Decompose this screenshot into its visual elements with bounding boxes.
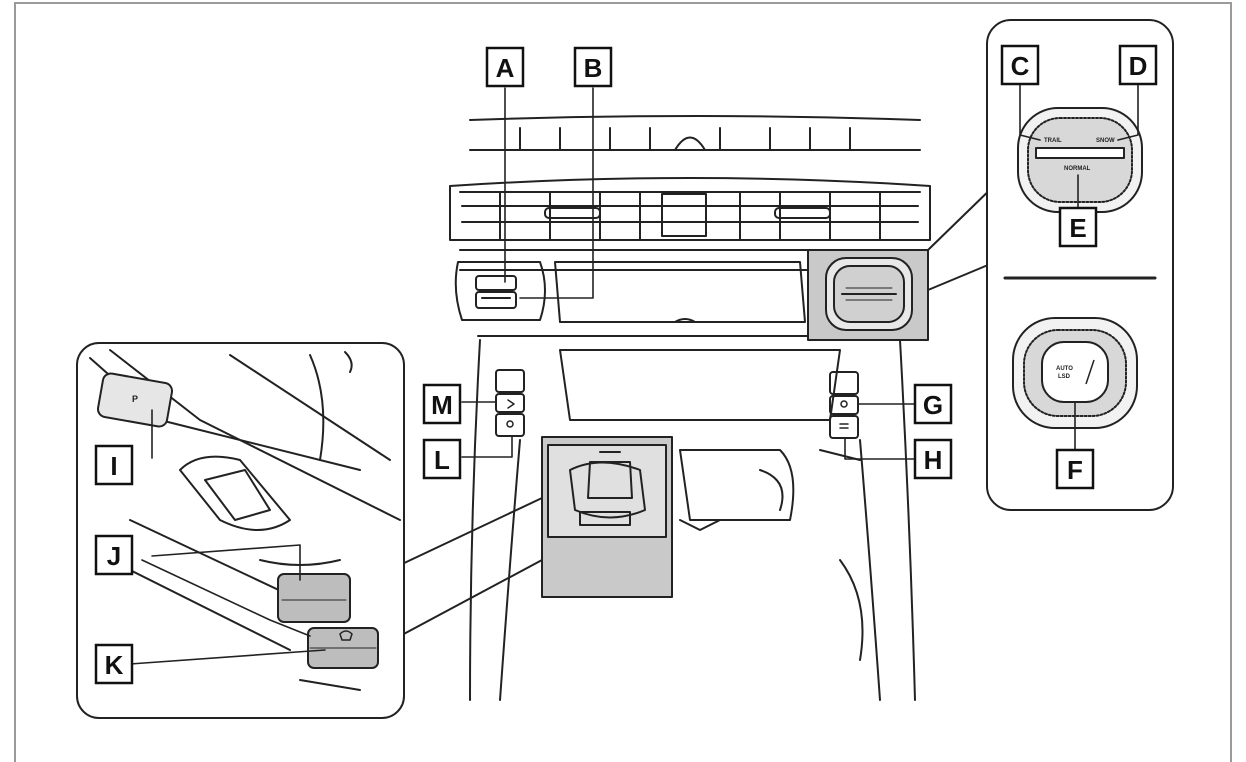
- leader-lines: [129, 83, 1139, 665]
- left-lower-switches: [495, 369, 525, 437]
- zoom-line-shift-2: [399, 559, 543, 637]
- p-button-glyph: P: [132, 394, 138, 404]
- upper-dash-trim: [469, 115, 921, 151]
- label-c: C: [1000, 44, 1040, 86]
- label-h: H: [913, 438, 953, 480]
- dial-detail-callout: [986, 19, 1174, 511]
- label-a: A: [485, 46, 525, 88]
- svg-text:H: H: [924, 445, 943, 475]
- dial-top-left-text: TRAIL: [1044, 138, 1062, 144]
- svg-text:I: I: [110, 451, 117, 481]
- label-g: G: [913, 383, 953, 425]
- left-switch-panel: [454, 261, 546, 321]
- right-lower-switches: [829, 371, 859, 439]
- label-d: D: [1118, 44, 1158, 86]
- label-m: M: [422, 383, 462, 425]
- svg-text:G: G: [923, 390, 943, 420]
- svg-text:B: B: [584, 53, 603, 83]
- svg-text:M: M: [431, 390, 453, 420]
- dial-bottom-line1: AUTO: [1056, 366, 1073, 372]
- small-rotary-switch: [825, 257, 913, 331]
- shift-detail-callout: [76, 342, 405, 719]
- dial-top-right-text: SNOW: [1096, 138, 1115, 144]
- label-boxes: A B C D E F G: [94, 44, 1158, 685]
- svg-text:E: E: [1069, 213, 1086, 243]
- dial-bottom-line2: LSD: [1058, 374, 1071, 380]
- shift-lever-small: [547, 444, 667, 538]
- label-j: J: [94, 534, 134, 576]
- label-l: L: [422, 438, 462, 480]
- zoom-line-shift: [399, 497, 543, 566]
- label-e: E: [1058, 206, 1098, 248]
- svg-text:J: J: [107, 541, 121, 571]
- center-console: [469, 339, 916, 701]
- svg-text:D: D: [1129, 51, 1148, 81]
- label-i: I: [94, 444, 134, 486]
- svg-text:K: K: [105, 650, 124, 680]
- dial-top-bottom-text: NORMAL: [1064, 166, 1091, 172]
- svg-text:F: F: [1067, 455, 1083, 485]
- dial-bottom-slash: [1085, 359, 1095, 385]
- label-k: K: [94, 643, 134, 685]
- svg-text:A: A: [496, 53, 515, 83]
- svg-text:C: C: [1011, 51, 1030, 81]
- label-b: B: [573, 46, 613, 88]
- figure-frame: [14, 2, 1232, 762]
- label-f: F: [1055, 448, 1095, 490]
- svg-text:L: L: [434, 445, 450, 475]
